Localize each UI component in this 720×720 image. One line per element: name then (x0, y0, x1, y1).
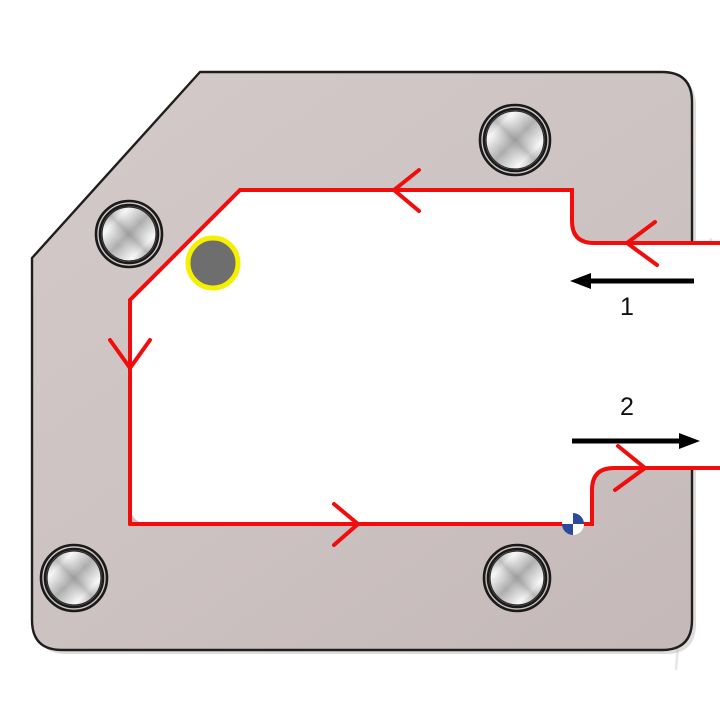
toolpath-segment-top (238, 188, 720, 245)
dimension-label-2: 2 (620, 393, 634, 421)
dimension-label-1: 1 (620, 293, 634, 321)
tool-position-indicator[interactable] (185, 235, 241, 291)
toolpath-arrow-lead-in (623, 220, 659, 267)
red-toolpath[interactable] (108, 168, 720, 547)
toolpath-arrow-left (108, 338, 152, 372)
toolpath-arrow-bottom (332, 502, 362, 547)
fastener-bottom-right[interactable] (482, 543, 552, 613)
dimension-arrow-2[interactable] (572, 433, 700, 449)
toolpath-arrow-top (390, 168, 421, 213)
toolpath-segment-left (128, 188, 242, 526)
fastener-top-left[interactable] (94, 199, 164, 269)
toolpath-segment-bottom (128, 466, 720, 526)
fastener-bottom-left[interactable] (39, 543, 109, 613)
dimension-arrow-1[interactable] (570, 273, 694, 289)
toolpath-arrow-lead-out (613, 444, 649, 492)
origin-marker[interactable] (562, 513, 584, 535)
fastener-top-right[interactable] (478, 103, 552, 177)
